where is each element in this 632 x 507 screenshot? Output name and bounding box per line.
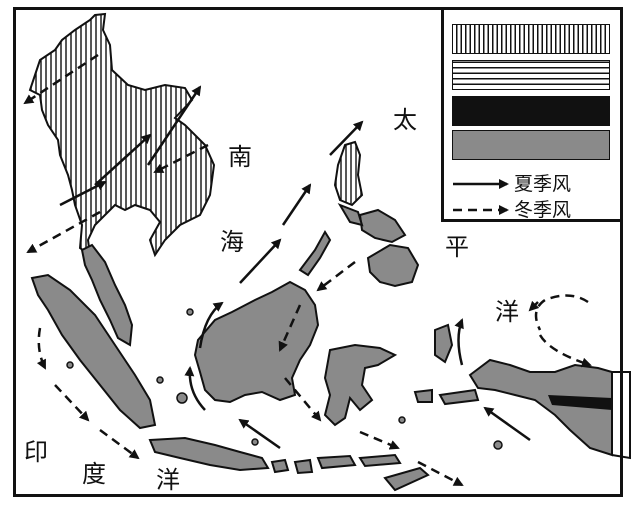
new-guinea-east-outline xyxy=(611,371,631,460)
legend-swatch-black xyxy=(452,96,610,126)
small-island xyxy=(176,392,188,404)
legend-swatch-vertical-stripes xyxy=(452,24,610,54)
summer-arrow-moluccas xyxy=(454,318,464,366)
timor-island xyxy=(383,466,430,492)
sumatra-island xyxy=(30,273,157,430)
black-region-new-guinea xyxy=(548,395,612,410)
summer-arrow-south-china-sea xyxy=(239,238,282,284)
summer-arrow-luzon xyxy=(329,120,364,156)
winter-arrow-sumatra-west xyxy=(36,327,47,370)
mindoro-island xyxy=(337,203,364,227)
small-island xyxy=(493,440,503,450)
palawan-island xyxy=(298,230,332,277)
summer-arrow-indochina xyxy=(146,85,202,166)
winter-arrow-makassar xyxy=(284,377,322,422)
summer-arrow-borneo-south xyxy=(184,366,206,411)
summer-arrow-mainland xyxy=(94,133,152,186)
label-nan: 南 xyxy=(228,143,252,171)
bali-island xyxy=(270,458,290,474)
small-island xyxy=(66,361,74,369)
winter-arrow-indian-ocean-1 xyxy=(54,384,90,422)
flores-island xyxy=(358,453,402,468)
small-island xyxy=(398,416,406,424)
winter-arrow-pacific-loop xyxy=(534,294,589,331)
label-tai: 太 xyxy=(393,106,417,134)
winter-monsoon-arrows xyxy=(23,53,592,487)
halmahera-island xyxy=(434,323,454,364)
borneo-island xyxy=(193,280,320,404)
legend-arrows xyxy=(453,179,509,215)
summer-arrow-myanmar xyxy=(59,180,107,207)
winter-arrow-indochina xyxy=(153,143,209,174)
summer-arrow-north xyxy=(281,183,312,226)
winter-arrow-timor xyxy=(417,460,464,487)
malay-peninsula xyxy=(80,243,134,347)
lombok-island xyxy=(293,458,314,475)
mainland-southeast-asia xyxy=(28,12,216,258)
summer-arrow-java xyxy=(238,418,281,450)
seram-island xyxy=(438,388,480,406)
sulawesi-island xyxy=(323,343,398,427)
winter-arrow-borneo xyxy=(278,304,302,352)
buru-island xyxy=(413,388,433,403)
legend-summer-label: 夏季风 xyxy=(514,173,572,195)
winter-arrow-bay-of-bengal xyxy=(26,210,101,254)
small-island xyxy=(186,308,194,316)
label-yang-indian: 洋 xyxy=(156,466,180,494)
mindanao-island xyxy=(366,243,420,288)
java-island xyxy=(148,436,270,472)
winter-arrow-pacific-head xyxy=(528,300,540,312)
winter-arrow-to-new-guinea xyxy=(538,334,592,368)
luzon-island xyxy=(333,140,364,207)
legend-swatch-horizontal-stripes xyxy=(452,60,610,90)
legend-swatch-gray xyxy=(452,130,610,160)
winter-arrow-flores xyxy=(359,430,400,450)
legend-winter-label: 冬季风 xyxy=(514,199,572,221)
winter-arrow-indian-ocean-2 xyxy=(99,428,140,460)
legend: 夏季风 冬季风 xyxy=(441,7,623,222)
sumbawa-island xyxy=(316,454,357,470)
label-yin: 印 xyxy=(24,438,48,466)
label-hai: 海 xyxy=(220,228,244,256)
label-yang-pacific: 洋 xyxy=(495,298,519,326)
label-ping: 平 xyxy=(445,233,469,261)
visayas-islands xyxy=(358,208,407,244)
summer-arrow-borneo-west xyxy=(198,301,224,349)
small-island xyxy=(156,376,164,384)
small-island xyxy=(251,438,259,446)
label-du: 度 xyxy=(82,460,106,488)
summer-monsoon-arrows xyxy=(59,85,531,450)
winter-arrow-philippines xyxy=(316,261,356,292)
summer-arrow-new-guinea xyxy=(483,406,531,442)
